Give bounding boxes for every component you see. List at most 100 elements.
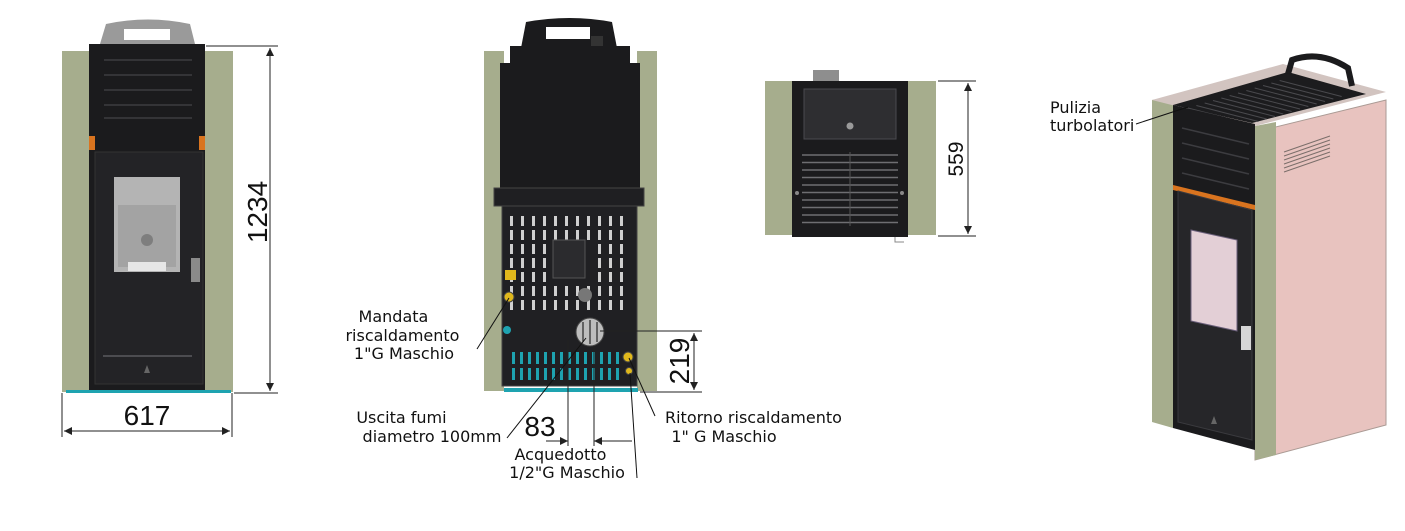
vent-slot — [609, 272, 612, 282]
vent-slot — [510, 258, 513, 268]
vent-slot — [532, 272, 535, 282]
vent-slot — [543, 286, 546, 296]
grate-bar — [1221, 97, 1284, 115]
mandata-label: Mandata riscaldamento 1"G Maschio — [345, 307, 464, 363]
uscita-fumi-label: Uscita fumi diametro 100mm — [356, 408, 501, 446]
vent-slot-lower — [600, 352, 603, 364]
vent-slot — [521, 300, 524, 310]
vent-slot — [521, 286, 524, 296]
logo-mark — [144, 365, 150, 373]
vent-slot — [576, 230, 579, 240]
vent-slot — [510, 300, 513, 310]
top-grate — [1173, 72, 1366, 123]
vent-slot-lower — [560, 352, 563, 364]
vent-slot — [554, 230, 557, 240]
vent-slot — [554, 286, 557, 296]
vent-slot — [565, 286, 568, 296]
vent-slot — [565, 216, 568, 226]
vent-slot-lower — [576, 352, 579, 364]
vent-slot — [620, 286, 623, 296]
vent-slot-lower — [584, 352, 587, 364]
vent-slot — [587, 230, 590, 240]
grate-bar — [1271, 82, 1334, 100]
vent-slot-lower — [512, 352, 515, 364]
vent-slot — [620, 258, 623, 268]
front-view: 1234 617 — [61, 19, 278, 437]
uscita-fumi-leader — [506, 337, 587, 439]
iso-handle — [1285, 53, 1355, 87]
vent-slot-lower — [520, 368, 523, 380]
grate-bar — [1212, 100, 1276, 117]
acquedotto-label: Acquedotto 1/2"G Maschio — [509, 445, 625, 482]
vent-slot — [510, 244, 513, 254]
side-panel-right — [203, 51, 233, 392]
vent-slot — [598, 300, 601, 310]
vent-slot-lower — [552, 368, 555, 380]
grate-bar — [1229, 95, 1292, 112]
vent-slot-lower — [536, 352, 539, 364]
vent-slot — [620, 244, 623, 254]
vent-slot — [565, 230, 568, 240]
vent-slot — [620, 216, 623, 226]
top-vents — [104, 59, 192, 119]
vent-slot — [521, 216, 524, 226]
vent-slot-lower — [536, 368, 539, 380]
vent-slot — [543, 272, 546, 282]
pulizia-leader — [1135, 106, 1189, 125]
vent-slot — [532, 300, 535, 310]
vent-slot — [554, 216, 557, 226]
vent-slot-lower — [512, 368, 515, 380]
connection-height-value: 219 — [664, 338, 695, 385]
vent-slot — [587, 300, 590, 310]
vent-slot-lower — [616, 368, 619, 380]
ritorno-connection — [622, 351, 634, 363]
vent-slot — [598, 272, 601, 282]
vent-slot — [609, 300, 612, 310]
vent-slot-lower — [528, 368, 531, 380]
grate-bar — [1237, 92, 1301, 110]
vent-slot-lower — [560, 368, 563, 380]
vent-slot — [587, 216, 590, 226]
vent-slot — [576, 300, 579, 310]
vent-slot-lower — [568, 368, 571, 380]
vent-slot — [543, 230, 546, 240]
vent-slot — [510, 230, 513, 240]
vent-slot — [620, 300, 623, 310]
vent-slot — [532, 230, 535, 240]
vent-slot-lower — [528, 352, 531, 364]
vent-slot — [598, 286, 601, 296]
vent-slot — [510, 216, 513, 226]
vent-slot-lower — [544, 368, 547, 380]
vent-slot — [510, 286, 513, 296]
vent-slot — [543, 300, 546, 310]
vent-slot — [598, 230, 601, 240]
vent-slot-lower — [552, 352, 555, 364]
vent-slot — [565, 300, 568, 310]
acquedotto-connection — [625, 367, 633, 375]
depth-dimension-value: 559 — [945, 141, 968, 176]
height-dimension-value: 1234 — [242, 181, 273, 243]
grate-bar — [1254, 87, 1317, 105]
vent-slot — [598, 244, 601, 254]
mandata-connection — [503, 291, 515, 303]
vent-slot — [620, 230, 623, 240]
side-panel-left — [62, 51, 92, 392]
vent-slot — [576, 286, 579, 296]
grate-bar — [1279, 80, 1342, 97]
vent-slot — [598, 258, 601, 268]
vent-slot — [609, 244, 612, 254]
width-dimension-value: 617 — [124, 400, 171, 431]
grate-bar — [1204, 102, 1267, 120]
iso-window — [1190, 229, 1238, 332]
isometric-view: Pulizia turbolatori — [1050, 53, 1387, 461]
vent-slot — [609, 258, 612, 268]
acquedotto-leader — [629, 372, 638, 479]
vent-slot — [521, 272, 524, 282]
vent-slot — [532, 216, 535, 226]
vent-slot — [543, 216, 546, 226]
vent-slot — [521, 258, 524, 268]
vent-slot — [609, 230, 612, 240]
vent-slot — [620, 272, 623, 282]
vent-slot-lower — [600, 368, 603, 380]
vent-slot — [543, 244, 546, 254]
